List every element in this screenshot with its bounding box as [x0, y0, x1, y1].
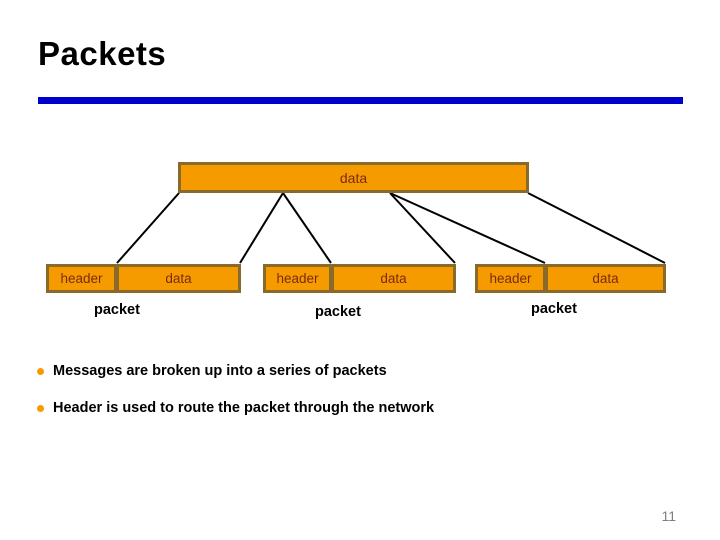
message-data-box: data: [178, 162, 529, 193]
connector-line-6: [527, 192, 666, 264]
packet-2-header-label: header: [276, 270, 319, 286]
page-number: 11: [661, 508, 676, 524]
page-title: Packets: [38, 35, 167, 72]
connector-line-1: [116, 192, 180, 264]
message-data-label: data: [339, 169, 368, 186]
packet-3-header-box: header: [475, 264, 546, 293]
bullet-item-2: Header is used to route the packet throu…: [33, 399, 693, 419]
packet-3-data-label: data: [592, 270, 619, 286]
packet-2-data-box: data: [331, 264, 456, 293]
bullet-item-2-text: Header is used to route the packet throu…: [53, 399, 435, 416]
packet-2-header-box: header: [263, 264, 332, 293]
bullet-dot-icon: [37, 368, 44, 375]
packet-3-data-box: data: [545, 264, 666, 293]
packet-1-caption: packet: [94, 302, 140, 318]
title-divider-rule: [38, 97, 683, 104]
packet-1-header-box: header: [46, 264, 117, 293]
connector-lines: [116, 192, 666, 264]
bullet-item-1-text: Messages are broken up into a series of …: [53, 363, 387, 379]
connector-line-4: [389, 192, 456, 264]
packet-3-caption: packet: [531, 301, 577, 317]
bullet-dot-icon: [37, 404, 44, 412]
connector-line-3: [282, 192, 332, 264]
packet-1-data-label: data: [165, 270, 192, 286]
packet-diagram: data header data packet header data pack…: [46, 162, 666, 320]
packet-3-header-label: header: [489, 270, 532, 286]
packet-1-header-label: header: [60, 270, 103, 286]
connector-line-2: [239, 192, 284, 264]
packet-1-data-box: data: [116, 264, 241, 293]
packet-2-data-label: data: [380, 270, 407, 286]
packet-2-caption: packet: [315, 304, 361, 320]
connector-line-5: [389, 192, 546, 264]
bullet-list: Messages are broken up into a series of …: [33, 362, 693, 435]
bullet-item-1: Messages are broken up into a series of …: [33, 362, 693, 382]
